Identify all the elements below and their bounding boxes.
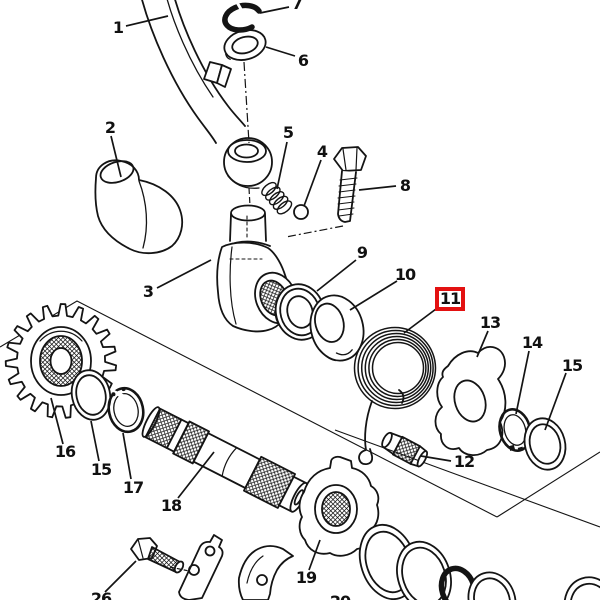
leader-12 <box>420 455 452 462</box>
leader-4 <box>303 159 322 207</box>
leader-9 <box>316 259 357 292</box>
leader-1 <box>125 15 169 27</box>
boundary-lower-group <box>334 429 600 528</box>
leader-11 <box>403 308 437 334</box>
leader-19 <box>308 539 321 571</box>
leader-17 <box>122 432 132 480</box>
part-spring-cover-plate <box>434 346 507 456</box>
spring-tail-hook <box>358 400 374 466</box>
part-ratchet-wheel <box>298 455 380 557</box>
part-kick-crank-lever <box>141 0 273 189</box>
leader-10 <box>349 280 398 311</box>
leader-26 <box>104 560 137 593</box>
part-label-18[interactable]: 18 <box>160 496 182 515</box>
leader-lines <box>50 6 567 593</box>
leader-2 <box>110 135 122 178</box>
part-label-16[interactable]: 16 <box>54 442 76 461</box>
leader-3 <box>156 259 212 289</box>
part-clip-7 <box>222 2 268 33</box>
leader-14 <box>515 350 530 415</box>
part-bolt-26 <box>130 537 185 574</box>
leader-8 <box>358 185 397 191</box>
part-label-15-right[interactable]: 15 <box>561 356 583 375</box>
part-label-3[interactable]: 3 <box>142 282 154 301</box>
part-label-17[interactable]: 17 <box>122 478 144 497</box>
part-label-5[interactable]: 5 <box>282 123 294 142</box>
part-label-8[interactable]: 8 <box>399 176 411 195</box>
part-label-7[interactable]: 7 <box>291 0 303 13</box>
part-kick-spring <box>353 326 437 466</box>
part-washer-15-right <box>523 417 567 471</box>
leader-15-right <box>544 372 567 431</box>
leader-6 <box>265 46 296 57</box>
boundary-right-corner <box>496 451 600 518</box>
part-label-11-highlighted[interactable]: 11 <box>435 287 465 311</box>
part-label-14[interactable]: 14 <box>521 333 543 352</box>
part-label-1[interactable]: 1 <box>112 18 124 37</box>
part-bolt-8 <box>333 146 367 223</box>
part-label-6[interactable]: 6 <box>297 51 309 70</box>
part-kick-pedal-rubber <box>94 159 184 255</box>
part-washer-15-left <box>70 369 112 421</box>
leader-16 <box>50 397 64 445</box>
part-spring-guide <box>381 431 429 468</box>
part-label-4[interactable]: 4 <box>316 142 328 161</box>
part-washer-corner <box>563 576 600 600</box>
part-circlip-17 <box>107 386 145 434</box>
centerlines <box>169 61 344 572</box>
part-label-26[interactable]: 26 <box>90 589 112 600</box>
part-label-20[interactable]: 20 <box>330 594 351 600</box>
part-washer-stack <box>358 524 600 600</box>
leader-15-left <box>90 420 100 462</box>
part-label-12[interactable]: 12 <box>453 452 475 471</box>
leader-7 <box>259 6 290 14</box>
part-ratchet-plate <box>237 545 294 600</box>
part-detent-ball <box>293 204 309 220</box>
part-label-13[interactable]: 13 <box>479 313 501 332</box>
part-label-10[interactable]: 10 <box>394 265 416 284</box>
part-label-2[interactable]: 2 <box>104 118 116 137</box>
part-collar <box>309 294 365 362</box>
part-kick-axle-shaft <box>141 406 309 513</box>
part-label-19[interactable]: 19 <box>295 568 317 587</box>
leader-13 <box>476 330 489 358</box>
leader-18 <box>177 451 215 499</box>
leader-5 <box>276 141 288 190</box>
part-label-9[interactable]: 9 <box>356 243 368 262</box>
part-detent-spring <box>261 181 293 215</box>
part-stopper-plate <box>178 534 224 600</box>
part-label-15-left[interactable]: 15 <box>90 460 112 479</box>
